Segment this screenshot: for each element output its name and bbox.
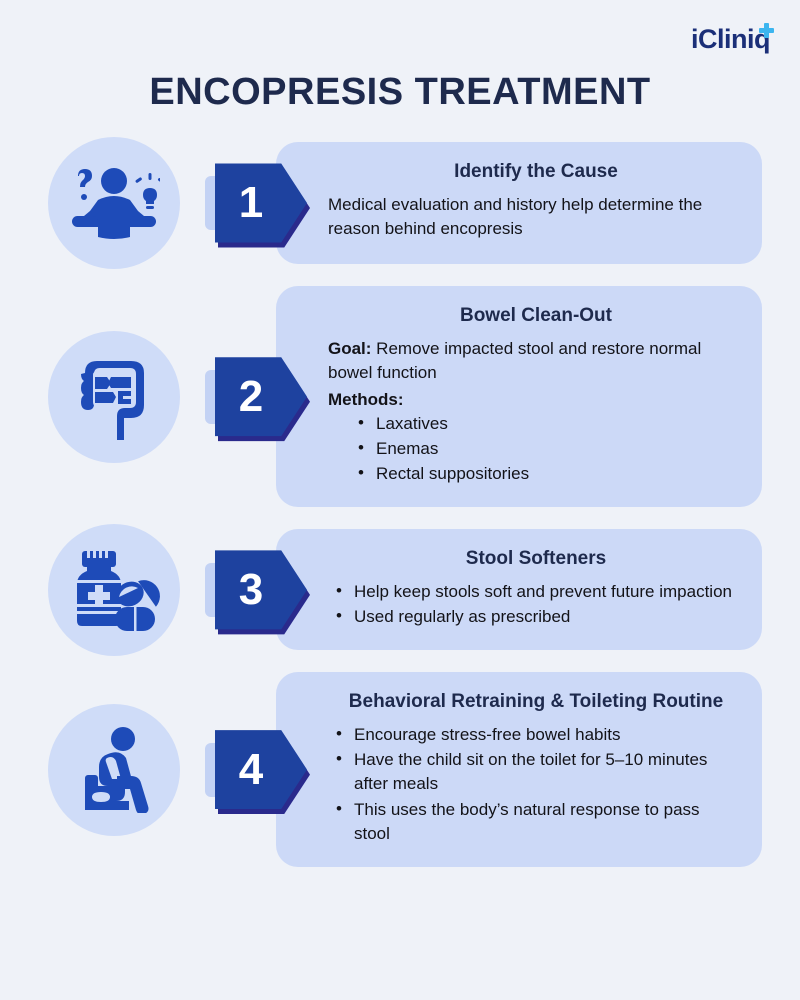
step-card: Bowel Clean-Out Goal: Remove impacted st… (276, 286, 762, 508)
step-number-badge: 2 (215, 350, 310, 444)
steps-list: 1 Identify the Cause Medical evaluation … (0, 137, 800, 889)
step-card: Stool Softeners Help keep stools soft an… (276, 529, 762, 651)
brand-logo: iCliniq (691, 23, 774, 54)
step-number: 1 (238, 178, 264, 227)
step-number: 2 (238, 371, 264, 421)
step-number-badge: 1 (215, 156, 310, 250)
bullet-item: Have the child sit on the toilet for 5–1… (336, 747, 736, 796)
step-icon-bubble (48, 330, 180, 463)
step-bullet-list: Laxatives Enemas Rectal suppositories (328, 411, 736, 486)
step-number-badge: 3 (215, 543, 310, 637)
step-paragraph-text: Remove impacted stool and restore normal… (328, 338, 702, 382)
step-icon-bubble (48, 523, 180, 656)
step-item: 1 Identify the Cause Medical evaluation … (0, 137, 800, 269)
step-item: 4 Behavioral Retraining & Toileting Rout… (0, 672, 800, 867)
step-paragraph: Medical evaluation and history help dete… (328, 193, 736, 241)
step-card: Behavioral Retraining & Toileting Routin… (276, 672, 762, 867)
brand-name: iCliniq (691, 24, 771, 54)
step-card: Identify the Cause Medical evaluation an… (276, 142, 762, 264)
step-number: 3 (238, 564, 264, 614)
step-item: 2 Bowel Clean-Out Goal: Remove impacted … (0, 286, 800, 508)
bullet-item: Laxatives (358, 411, 736, 436)
step-title: Identify the Cause (454, 161, 618, 182)
step-title: Stool Softeners (465, 548, 607, 570)
step-paragraph: Goal: Remove impacted stool and restore … (328, 337, 736, 385)
person-on-toilet-icon (85, 726, 149, 813)
step-title: Behavioral Retraining & Toileting Routin… (348, 691, 724, 713)
step-icon-bubble (48, 703, 180, 836)
step-icon-bubble (48, 137, 180, 269)
bullet-item: Encourage stress-free bowel habits (336, 722, 736, 747)
bullet-item: Used regularly as prescribed (336, 604, 736, 629)
step-paragraph-text: Medical evaluation and history help dete… (328, 194, 703, 238)
bullet-item: Enemas (358, 436, 736, 461)
bullet-item: Help keep stools soft and prevent future… (336, 579, 736, 604)
step-sublabel: Methods: (328, 390, 404, 409)
step-bullet-list: Help keep stools soft and prevent future… (328, 579, 736, 629)
step-title: Bowel Clean-Out (459, 305, 612, 326)
step-paragraph-lead: Goal: (328, 338, 372, 358)
medical-plus-icon (759, 23, 774, 38)
medicine-bottle-pills-icon (76, 548, 160, 631)
bullet-item: Rectal suppositories (358, 461, 736, 486)
step-number-badge: 4 (215, 723, 310, 817)
bullet-item: This uses the body’s natural response to… (336, 796, 736, 846)
page-title: ENCOPRESIS TREATMENT (149, 71, 651, 113)
step-bullet-list: Encourage stress-free bowel habits Have … (328, 722, 736, 846)
step-item: 3 Stool Softeners Help keep stools soft … (0, 523, 800, 656)
step-number: 4 (238, 744, 264, 794)
person-shrug-question-lightbulb-icon (72, 168, 160, 239)
intestine-colon-icon (81, 360, 144, 440)
